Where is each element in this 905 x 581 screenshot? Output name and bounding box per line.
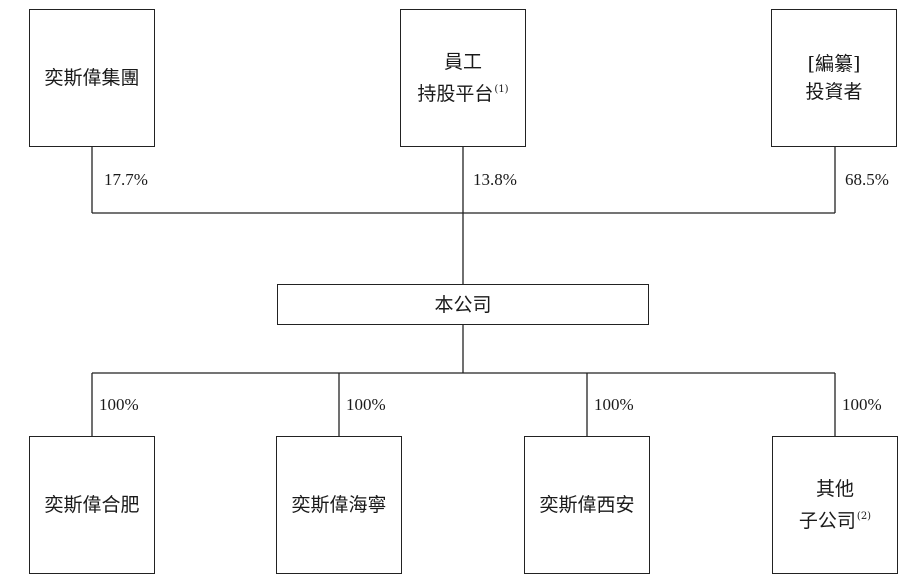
shareholder-box-yisiwei-group: 奕斯偉集團 — [29, 9, 155, 147]
shareholder-name-line1: 員工 — [443, 51, 482, 73]
subsidiary-name-line2: 子公司(2) — [798, 510, 872, 532]
footnote-marker: (1) — [494, 84, 509, 95]
company-name: 本公司 — [434, 293, 492, 316]
shareholder-name: 奕斯偉集團 — [44, 67, 140, 89]
shareholding-percentage: 68.5% — [845, 170, 889, 189]
subsidiary-name: 奕斯偉合肥 — [44, 494, 140, 516]
subsidiary-name: 奕斯偉海寧 — [291, 494, 387, 516]
shareholder-box-employee-platform: 員工 持股平台(1) — [400, 9, 526, 147]
subsidiary-box-haining: 奕斯偉海寧 — [276, 436, 402, 574]
subsidiary-percentage: 100% — [346, 395, 386, 414]
shareholder-name-line2: 持股平台(1) — [417, 83, 509, 105]
subsidiary-percentage: 100% — [842, 395, 882, 414]
subsidiary-percentage: 100% — [594, 395, 634, 414]
shareholder-box-investors: [編纂] 投資者 — [771, 9, 897, 147]
subsidiary-percentage: 100% — [99, 395, 139, 414]
shareholder-name-line1: [編纂] — [807, 53, 861, 75]
subsidiary-box-hefei: 奕斯偉合肥 — [29, 436, 155, 574]
shareholding-percentage: 17.7% — [104, 170, 148, 189]
subsidiary-name: 奕斯偉西安 — [539, 494, 635, 516]
shareholder-name-line2: 投資者 — [805, 81, 863, 103]
subsidiary-name-line1: 其他 — [815, 478, 854, 500]
footnote-marker: (2) — [856, 511, 872, 522]
company-box: 本公司 — [277, 284, 649, 325]
subsidiary-box-other: 其他 子公司(2) — [772, 436, 898, 574]
shareholding-percentage: 13.8% — [473, 170, 517, 189]
subsidiary-box-xian: 奕斯偉西安 — [524, 436, 650, 574]
